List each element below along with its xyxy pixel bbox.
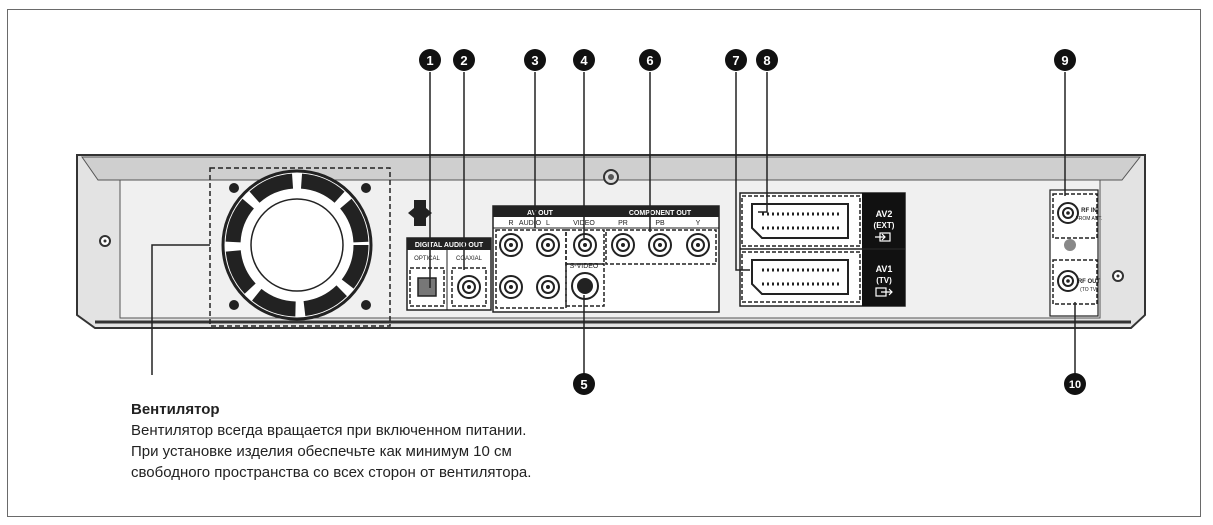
rf-out-label: RF OUT [1078, 279, 1101, 285]
callout-4: 4 [573, 49, 595, 71]
coaxial-port [457, 275, 481, 299]
rf-block: RF IN FROM ANT. RF OUT (TO TV) [1049, 189, 1103, 317]
av1-label: AV1 [876, 264, 893, 274]
digital-audio-out-block: DIGITAL AUDIO OUT OPTICAL COAXIAL [406, 237, 492, 311]
callout-1: 1 [419, 49, 441, 71]
fan-note-line-1: Вентилятор всегда вращается при включенн… [131, 422, 527, 439]
component-y-jack [686, 233, 710, 257]
pr-label: PR [618, 220, 628, 227]
svg-text:4: 4 [580, 53, 588, 68]
fan-note-line-3: свободного пространства со всех сторон о… [131, 464, 532, 481]
rf-in-label: RF IN [1081, 208, 1097, 214]
av-out-label: AV OUT [527, 210, 554, 217]
cable-clip [408, 200, 432, 226]
y-label: Y [696, 220, 701, 227]
audio-out-r-jack [499, 233, 523, 257]
device-top-bevel [81, 156, 1142, 181]
svg-text:9: 9 [1061, 53, 1068, 68]
audio-in-r-jack [499, 275, 523, 299]
audio-out-l-jack [536, 233, 560, 257]
av2-ext-label: (EXT) [874, 221, 895, 230]
rf-out-to-label: (TO TV) [1080, 287, 1098, 293]
component-out-label: COMPONENT OUT [629, 210, 692, 217]
input-arrow-icon [875, 232, 891, 242]
callout-leader-lines [429, 72, 1076, 375]
svg-text:7: 7 [732, 53, 739, 68]
callout-2: 2 [453, 49, 475, 71]
s-video-label: S-VIDEO [570, 263, 599, 270]
coaxial-label: COAXIAL [456, 256, 483, 262]
pb-label: PB [655, 220, 665, 227]
callout-5: 5 [573, 373, 595, 395]
screw-right [1112, 270, 1124, 282]
fan-note-title: Вентилятор [131, 401, 220, 418]
component-pr-jack [611, 233, 635, 257]
rf-in-port [1057, 202, 1079, 224]
svg-text:2: 2 [460, 53, 467, 68]
callout-10: 10 [1064, 373, 1086, 395]
screw-left [99, 235, 111, 247]
optical-port [417, 277, 437, 297]
svg-text:6: 6 [646, 53, 653, 68]
svg-text:1: 1 [426, 53, 433, 68]
av2-label: AV2 [876, 209, 893, 219]
av1-tv-label: (TV) [876, 276, 892, 285]
callout-6: 6 [639, 49, 661, 71]
svg-text:10: 10 [1069, 379, 1081, 391]
scart-av1-port [751, 259, 849, 295]
audio-l-label: L [546, 220, 550, 227]
fan [209, 167, 391, 327]
svg-text:5: 5 [580, 377, 587, 392]
component-pb-jack [648, 233, 672, 257]
av-component-block: AV OUT COMPONENT OUT R AUDIO L VIDEO PR … [492, 205, 720, 313]
s-video-jack [571, 272, 599, 300]
scart-av2-port [751, 203, 849, 239]
callout-3: 3 [524, 49, 546, 71]
callout-7: 7 [725, 49, 747, 71]
svg-text:3: 3 [531, 53, 538, 68]
audio-r-label: R [508, 220, 513, 227]
audio-label: AUDIO [519, 220, 542, 227]
callout-9: 9 [1054, 49, 1076, 71]
digital-audio-out-label: DIGITAL AUDIO OUT [415, 242, 484, 249]
fan-leader-line [151, 244, 210, 375]
rf-indicator [1064, 239, 1076, 251]
callout-8: 8 [756, 49, 778, 71]
fan-note-line-2: При установке изделия обеспечьте как мин… [131, 443, 512, 460]
rf-out-port [1057, 270, 1079, 292]
scart-block: AV2 (EXT) AV1 (TV) [739, 192, 906, 307]
video-out-jack [573, 233, 597, 257]
fan-note: Вентилятор Вентилятор всегда вращается п… [131, 400, 831, 483]
optical-label: OPTICAL [414, 256, 440, 262]
audio-in-l-jack [536, 275, 560, 299]
screw-top [603, 169, 619, 185]
rf-in-from-label: FROM ANT. [1076, 216, 1103, 222]
svg-text:8: 8 [763, 53, 770, 68]
output-arrow-icon [875, 287, 893, 297]
